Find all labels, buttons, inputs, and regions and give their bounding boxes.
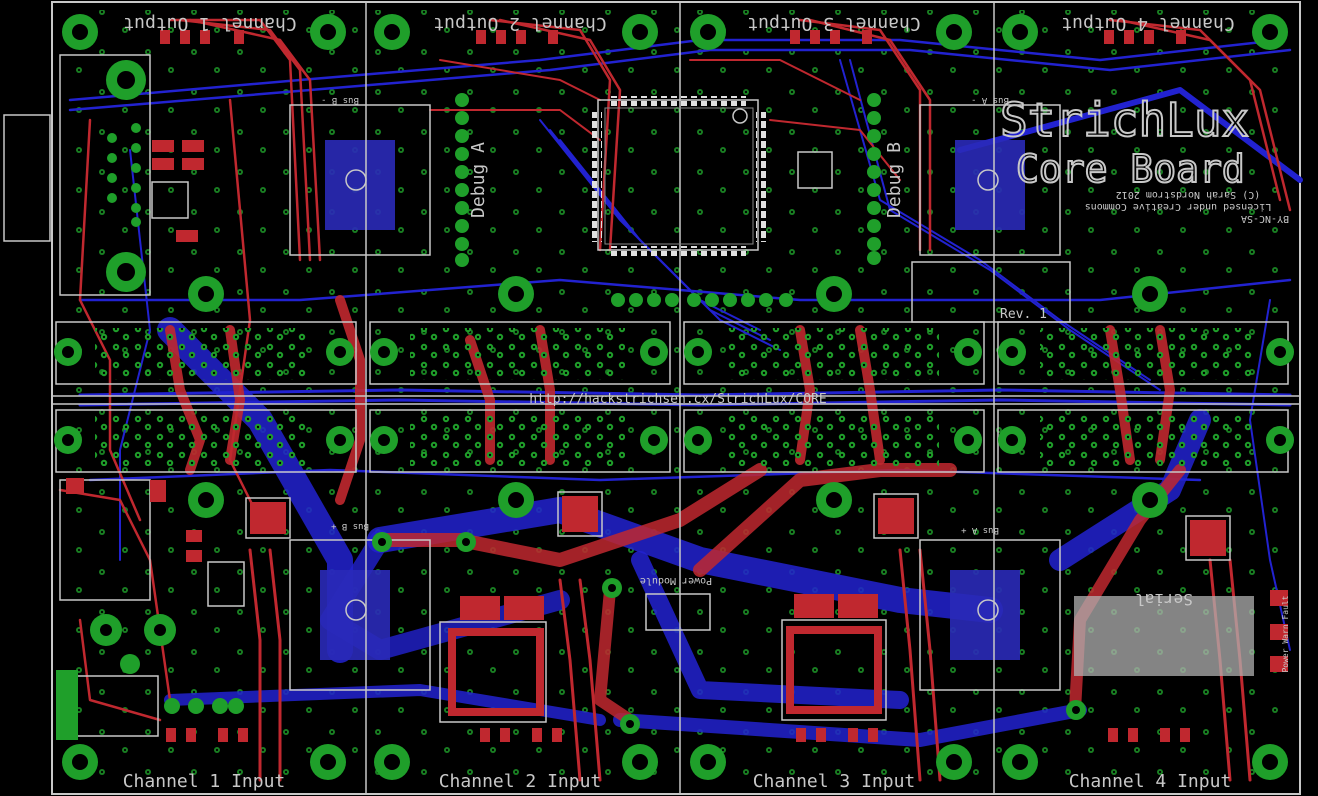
bus-b-plus-label: Bus B +: [330, 521, 369, 531]
debug-b-label: Debug B: [884, 142, 905, 218]
power-jack: [56, 670, 244, 740]
board-title: StrichLux: [1000, 93, 1249, 147]
bus-a-minus-label: Bus A -: [971, 95, 1009, 105]
debug-headers: [107, 93, 881, 307]
output-label-3: Channel 3 Output: [747, 13, 920, 34]
revision-text: Rev. 1: [1000, 307, 1047, 322]
bus-b-minus-label: Bus B -: [321, 95, 359, 105]
debug-a-label: Debug A: [468, 142, 489, 218]
output-label-2: Channel 2 Output: [433, 13, 606, 34]
ground-planes: [320, 140, 1025, 660]
small-ics: [151, 151, 1231, 631]
license-text-1: Licensed under Creative Commons: [1085, 201, 1272, 212]
license-text-2: BY-NC-SA: [1241, 213, 1289, 224]
output-label-1: Channel 1 Output: [123, 13, 296, 34]
copyright-text: (C) Sarah Nordstrom 2012: [1116, 189, 1261, 200]
bus-a-plus-label: Bus A +: [960, 525, 999, 535]
board-outline: [51, 1, 1301, 795]
header-pin-fields: [95, 328, 1255, 466]
input-label-2: Channel 2 Input: [439, 771, 602, 792]
power-fault-label: Power Warn Fault: [1281, 595, 1290, 672]
url-text: http://hackstrichsen.cx/StrichLux/CORE: [529, 392, 826, 407]
pad-holes: [62, 24, 1286, 770]
power-module-label: Power Module: [640, 575, 712, 586]
serial-connector-zone[interactable]: [1074, 596, 1254, 676]
mounting-marks: [345, 169, 999, 621]
board-subtitle: Core Board: [1016, 147, 1245, 191]
power-modules: [448, 594, 882, 716]
input-label-1: Channel 1 Input: [123, 771, 286, 792]
mcu-chip[interactable]: [592, 96, 766, 256]
serial-label: Serial: [1135, 590, 1193, 609]
smd-components: [66, 30, 1288, 742]
input-label-4: Channel 4 Input: [1069, 771, 1232, 792]
ic-pads: [250, 496, 1226, 556]
output-label-4: Channel 4 Output: [1061, 13, 1234, 34]
input-label-3: Channel 3 Input: [753, 771, 916, 792]
